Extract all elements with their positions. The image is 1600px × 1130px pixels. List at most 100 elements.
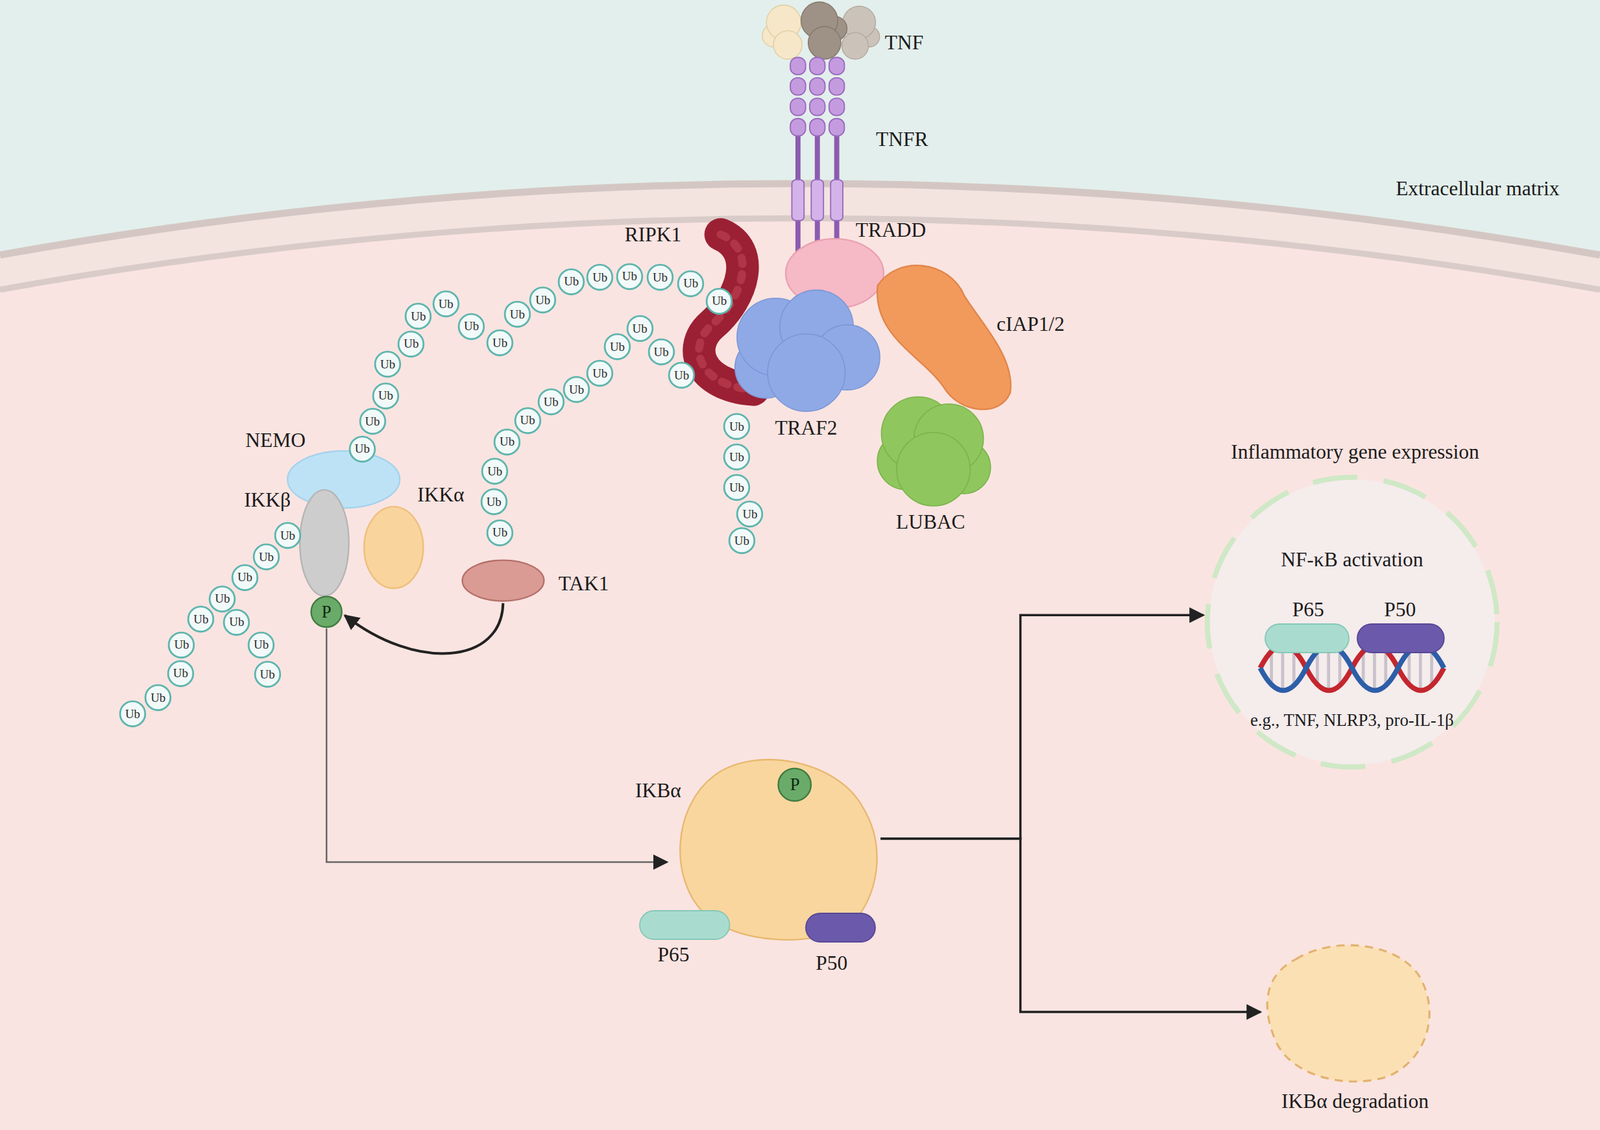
ubiquitin-circle: Ub bbox=[537, 388, 565, 416]
illustration-part bbox=[373, 383, 399, 409]
illustration-part bbox=[253, 544, 279, 570]
tnf-trimer-outline bbox=[757, 0, 885, 64]
illustration-part bbox=[627, 315, 653, 342]
ubiquitin-label: Ub bbox=[403, 336, 419, 352]
illustration-part bbox=[458, 314, 485, 340]
illustration-part bbox=[762, 5, 802, 60]
illustration-part bbox=[809, 118, 826, 136]
illustration-part bbox=[433, 291, 459, 317]
ubiquitin-label: Ub bbox=[214, 591, 230, 607]
illustration-part bbox=[487, 330, 513, 356]
node-label: e.g., TNF, NLRP3, pro-IL-1β bbox=[1250, 710, 1455, 731]
extracellular-space bbox=[0, 0, 1600, 255]
illustration-part bbox=[809, 97, 826, 116]
ubiquitin-label: Ub bbox=[463, 319, 479, 334]
ubiquitin-label: Ub bbox=[592, 270, 608, 285]
illustration-part bbox=[504, 301, 531, 328]
ubiquitin-label: Ub bbox=[173, 666, 189, 681]
node-label: IKKβ bbox=[243, 488, 291, 512]
node-label: TAK1 bbox=[558, 572, 610, 596]
illustration-part bbox=[558, 269, 584, 295]
illustration-part bbox=[647, 264, 673, 291]
illustration-part bbox=[737, 501, 764, 527]
ubiquitin-circle: Ub bbox=[254, 661, 281, 688]
illustration-part bbox=[604, 334, 631, 360]
receptor-shape-outline bbox=[785, 51, 858, 271]
node-label: P bbox=[790, 774, 800, 795]
ubiquitin-circle: Ub bbox=[481, 458, 509, 485]
ubiquitin-label: Ub bbox=[150, 690, 166, 706]
ubiquitin-circle: Ub bbox=[668, 362, 695, 389]
nucleus-interior bbox=[1209, 479, 1495, 765]
illustration-part bbox=[232, 565, 258, 591]
protein-shape: cIAP1/2 bbox=[862, 254, 1021, 419]
illustration-part bbox=[224, 609, 250, 636]
ubiquitin-circle: Ub bbox=[168, 631, 195, 659]
protein-shape-outline bbox=[297, 487, 352, 599]
ubiquitin-label: Ub bbox=[193, 612, 209, 627]
subunit-pill-outline bbox=[639, 910, 730, 940]
ubiquitin-label: Ub bbox=[683, 276, 699, 291]
protein-shape: TRAF2 bbox=[724, 288, 884, 413]
arrow-connector bbox=[344, 603, 503, 655]
protein-shape: IKKα bbox=[362, 504, 426, 592]
ubiquitin-circle: Ub bbox=[529, 286, 557, 314]
illustration-part bbox=[778, 768, 812, 801]
illustration-part bbox=[830, 179, 843, 221]
node-label: TRADD bbox=[855, 218, 926, 243]
ubiquitin-label: Ub bbox=[499, 434, 515, 449]
ubiquitin-circle: Ub bbox=[167, 660, 194, 688]
illustration-part bbox=[254, 661, 281, 688]
ubiquitin-label: Ub bbox=[569, 382, 584, 398]
subunit-pill-outline bbox=[1265, 624, 1349, 653]
ubiquitin-circle: Ub bbox=[432, 290, 460, 318]
subunit-pill: P50 bbox=[1357, 624, 1445, 653]
illustration-part bbox=[587, 264, 613, 291]
ubiquitin-label: Ub bbox=[486, 495, 502, 510]
ubiquitin-circle: Ub bbox=[557, 268, 585, 296]
protein-shape: LUBAC bbox=[875, 393, 994, 509]
illustration-part bbox=[809, 57, 826, 75]
ubiquitin-circle: Ub bbox=[504, 301, 531, 328]
ubiquitin-label: Ub bbox=[260, 667, 276, 682]
illustration-part bbox=[461, 559, 544, 601]
illustration-part bbox=[398, 331, 424, 357]
ubiquitin-label: Ub bbox=[622, 269, 638, 284]
ubiquitin-label: Ub bbox=[378, 388, 394, 403]
ubiquitin-label: Ub bbox=[632, 321, 648, 337]
ubiquitin-circle: Ub bbox=[480, 488, 508, 516]
illustration-part bbox=[790, 118, 806, 136]
node-label: TNFR bbox=[875, 127, 928, 152]
ubiquitin-circle: Ub bbox=[723, 443, 751, 471]
ubiquitin-circle: Ub bbox=[604, 333, 631, 361]
illustration-part bbox=[1265, 624, 1349, 653]
ubiquitin-label: Ub bbox=[520, 413, 536, 428]
ubiquitin-label: Ub bbox=[734, 533, 750, 549]
ubiquitin-circle: Ub bbox=[586, 264, 614, 291]
illustration-part bbox=[841, 5, 880, 60]
ubiquitin-circle: Ub bbox=[374, 351, 401, 378]
receptor-shape: TNFR bbox=[785, 51, 858, 271]
illustration-part bbox=[829, 97, 845, 116]
ubiquitin-circle: Ub bbox=[231, 564, 259, 592]
node-label: P50 bbox=[1383, 598, 1416, 622]
protein-shape-outline bbox=[461, 559, 546, 603]
ubiquitin-circle: Ub bbox=[648, 338, 675, 366]
illustration-part bbox=[248, 632, 274, 658]
illustration-part bbox=[1206, 477, 1497, 768]
illustration-part bbox=[648, 339, 675, 365]
illustration-part bbox=[808, 26, 841, 60]
illustration-part bbox=[481, 489, 507, 515]
subunit-pill-outline bbox=[1357, 624, 1445, 653]
ubiquitin-label: Ub bbox=[592, 366, 608, 381]
ubiquitin-circle: Ub bbox=[728, 527, 756, 555]
illustration-part bbox=[299, 489, 349, 597]
node-label: IKKα bbox=[417, 483, 464, 507]
ubiquitin-label: Ub bbox=[229, 615, 244, 630]
illustration-part bbox=[790, 97, 806, 116]
node-label: TRAF2 bbox=[774, 416, 837, 440]
illustration-part bbox=[790, 57, 806, 75]
